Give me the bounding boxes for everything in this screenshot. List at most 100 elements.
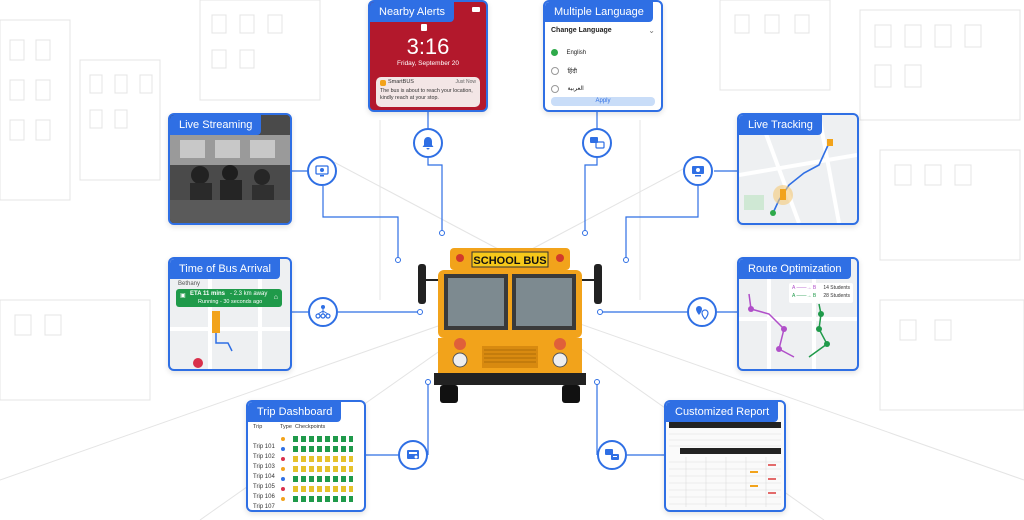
checkpoint-bar [293,486,353,492]
type-dot [281,497,285,501]
language-icon[interactable] [582,128,612,158]
notification-time: Just Now [455,79,476,85]
bell-icon[interactable] [413,128,443,158]
trip-table: Trip 101 Trip 102 Trip 103 Trip 104 Trip… [253,435,359,510]
trip-dashboard-label: Trip Dashboard [248,402,342,422]
table-row[interactable]: Trip 103 [253,455,359,470]
language-option-label: हिंदी [567,68,577,75]
route-nodes-icon[interactable] [308,297,338,327]
battery-icon [472,7,480,12]
nearby-alerts-card[interactable]: Nearby Alerts 3:16 Friday, September 20 … [368,0,488,112]
connector-dot [417,309,423,315]
checkpoint-bar [293,496,353,502]
table-row[interactable]: Trip 107 [253,495,359,510]
type-dot [281,457,285,461]
legend-route: A ——→ B [792,293,817,299]
place-label: Bethany [178,281,201,287]
eta-text: ETA 11 mins [190,291,226,297]
table-row[interactable]: Trip 104 [253,465,359,480]
language-option-label: English [566,49,587,56]
trip-name: Trip 106 [253,494,275,500]
bus-arrival-label: Time of Bus Arrival [170,259,280,279]
type-dot [281,467,285,471]
language-option-hindi[interactable]: हिंदी [551,62,577,80]
tracking-screen-icon[interactable] [683,156,713,186]
language-option-english[interactable]: English [551,44,586,62]
location-pins-icon[interactable] [687,297,717,327]
apply-button[interactable]: Apply [551,97,655,106]
live-tracking-label: Live Tracking [739,115,822,135]
bus-arrival-card[interactable]: Time of Bus Arrival Bethany ▣ ETA 11 min… [168,257,292,371]
table-row[interactable]: Trip 105 [253,475,359,490]
trip-name: Trip 107 [253,504,275,510]
connector-dot [425,379,431,385]
monitor-icon[interactable] [307,156,337,186]
trip-dashboard-card[interactable]: Trip Dashboard Trip Type Checkpoints Tri… [246,400,366,512]
school-bus-illustration: SCHOOL BUS [418,248,602,403]
legend-route: A ——→ B [792,285,817,291]
type-dot [281,477,285,481]
multiple-language-label: Multiple Language [545,2,653,22]
trip-name: Trip 103 [253,464,275,470]
header-checkpoints: Checkpoints [295,424,326,430]
live-tracking-card[interactable]: Live Tracking [737,113,859,225]
lock-screen-date: Friday, September 20 [396,60,460,67]
dashboard-icon[interactable] [398,440,428,470]
push-notification[interactable]: SmartBUS Just Now The bus is about to re… [376,77,480,107]
type-dot [281,487,285,491]
language-option-arabic[interactable]: العربية [551,80,584,98]
route-optimization-card[interactable]: Route Optimization A ——→ B 14 Students A… [737,257,859,371]
customized-report-card[interactable]: Customized Report [664,400,786,512]
trip-name: Trip 104 [253,474,275,480]
connector-dot [597,309,603,315]
notification-message: The bus is about to reach your location,… [380,88,473,101]
running-status: Running - 30 seconds ago [198,299,263,305]
report-chat-icon[interactable] [597,440,627,470]
header-type: Type [280,424,292,430]
checkpoint-bar [293,476,353,482]
type-dot [281,447,285,451]
trip-name: Trip 101 [253,444,275,450]
checkpoint-bar [293,436,353,442]
bus-icon: ▣ [180,293,186,299]
type-dot [281,437,285,441]
radio-icon[interactable] [551,84,559,93]
report-tables [669,422,781,507]
connector-dot [439,230,445,236]
live-streaming-card[interactable]: Live Streaming [168,113,292,225]
connector-dot [395,257,401,263]
customized-report-label: Customized Report [666,402,779,422]
lock-icon [421,24,427,31]
change-language-title: Change Language [551,27,612,34]
trip-name: Trip 105 [253,484,275,490]
app-icon [380,80,386,86]
table-row[interactable]: Trip 106 [253,485,359,500]
distance-text: - 2.3 km away [230,291,268,297]
route-optimization-label: Route Optimization [739,259,851,279]
language-option-label: العربية [567,86,584,93]
legend-students: 14 Students [823,285,850,291]
multiple-language-card[interactable]: Multiple Language Change Language ⌄ Engl… [543,0,663,112]
table-row[interactable]: Trip 102 [253,445,359,460]
connector-dot [582,230,588,236]
eta-banner: ▣ ETA 11 mins - 2.3 km away Running - 30… [176,289,282,307]
checkpoint-bar [293,446,353,452]
nearby-alerts-label: Nearby Alerts [370,2,455,22]
notification-app-name: SmartBUS [388,79,414,85]
radio-checked-icon[interactable] [551,49,558,57]
lock-screen-time: 3:16 [406,34,450,59]
checkpoint-bar [293,456,353,462]
trip-name: Trip 102 [253,454,275,460]
table-row[interactable]: Trip 101 [253,435,359,450]
connector-dot [594,379,600,385]
legend-students: 28 Students [823,293,850,299]
bus-sign: SCHOOL BUS [473,255,546,267]
chevron-down-icon[interactable]: ⌄ [648,26,655,35]
connector-dot [623,257,629,263]
radio-icon[interactable] [551,66,559,75]
home-icon: ⌂ [273,294,278,301]
live-streaming-label: Live Streaming [170,115,262,135]
route-legend: A ——→ B 14 Students A ——→ B 28 Students [789,283,853,303]
